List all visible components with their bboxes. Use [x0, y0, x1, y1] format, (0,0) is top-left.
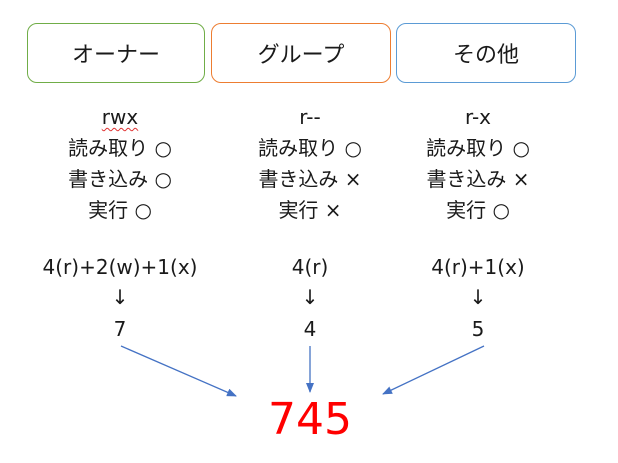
other-calculation: 4(r)+1(x) ↓ 5	[378, 252, 578, 344]
other-execute: 実行 ○	[446, 198, 510, 222]
owner-calculation: 4(r)+2(w)+1(x) ↓ 7	[20, 252, 220, 344]
other-code: r-x	[465, 105, 491, 129]
group-label: グループ	[257, 43, 345, 68]
group-execute: 実行 ×	[278, 198, 342, 222]
other-value: 5	[471, 317, 485, 341]
group-read: 読み取り ○	[258, 136, 362, 160]
group-down-arrow: ↓	[301, 285, 319, 309]
group-code: r--	[299, 105, 321, 129]
owner-value: 7	[113, 317, 127, 341]
other-to-result-arrow	[382, 345, 485, 395]
group-permissions: r-- 読み取り ○ 書き込み × 実行 ×	[210, 102, 410, 226]
other-read: 読み取り ○	[426, 136, 530, 160]
owner-formula: 4(r)+2(w)+1(x)	[42, 255, 198, 279]
other-box: その他	[396, 23, 576, 83]
owner-execute: 実行 ○	[88, 198, 152, 222]
other-write: 書き込み ×	[426, 167, 530, 191]
other-formula: 4(r)+1(x)	[431, 255, 525, 279]
owner-label: オーナー	[71, 43, 160, 68]
other-down-arrow: ↓	[469, 285, 487, 309]
group-value: 4	[303, 317, 317, 341]
group-formula: 4(r)	[291, 255, 329, 279]
owner-permissions: rwx 読み取り ○ 書き込み ○ 実行 ○	[20, 102, 220, 226]
other-label: その他	[452, 43, 519, 68]
group-write: 書き込み ×	[258, 167, 362, 191]
result-value: 745	[268, 394, 352, 445]
owner-down-arrow: ↓	[111, 285, 129, 309]
group-box: グループ	[211, 23, 391, 83]
group-calculation: 4(r) ↓ 4	[210, 252, 410, 344]
owner-box: オーナー	[27, 23, 205, 83]
owner-read: 読み取り ○	[68, 136, 172, 160]
owner-write: 書き込み ○	[68, 167, 172, 191]
other-permissions: r-x 読み取り ○ 書き込み × 実行 ○	[378, 102, 578, 226]
owner-code: rwx	[101, 105, 139, 129]
owner-to-result-arrow	[120, 345, 237, 397]
